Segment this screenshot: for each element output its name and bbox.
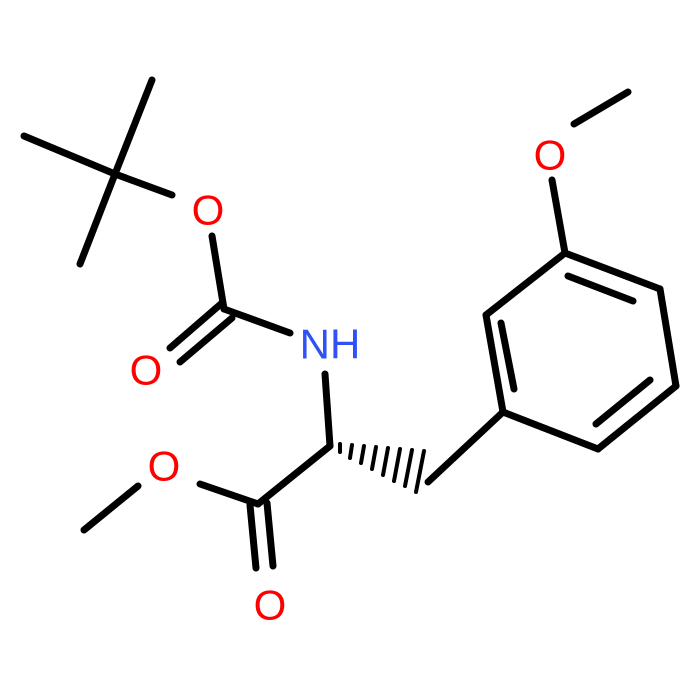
ring-inner-bond-c (592, 376, 654, 428)
bond-tbu-ch3-left (20, 132, 119, 178)
bond-alpha-ester-carbon (254, 442, 334, 508)
bond-o-carbonyl-carbon (208, 232, 228, 313)
boc-carbamate-group (166, 232, 294, 366)
tert-butyl-group (20, 76, 176, 268)
bond-carbonyl-double-1 (166, 299, 226, 352)
atom-label-nh: NH (300, 321, 361, 368)
bond-ester-o-methyl (80, 482, 142, 534)
bond-carbonyl-double-2 (176, 314, 236, 366)
hashed-wedge-bond (338, 442, 426, 494)
bond-ester-double-2 (263, 499, 277, 570)
atom-label-o-methoxy: O (534, 132, 567, 179)
atom-label-o-boc-carbonyl: O (130, 347, 163, 394)
ring-bond-2 (482, 249, 569, 319)
benzene-ring (482, 249, 680, 453)
atom-label-o-ester-ether: O (148, 443, 181, 490)
ring-inner-bond-a (497, 319, 518, 393)
ring-bond-6 (499, 408, 602, 453)
bond-methoxy-o-methyl (570, 88, 632, 128)
bond-tbu-ch3-top (111, 76, 156, 178)
ring-bond-5 (594, 382, 680, 453)
bond-ester-o (196, 480, 262, 508)
methoxy-group (548, 88, 632, 257)
bond-ch2-ring (424, 408, 507, 486)
ring-bond-1 (482, 311, 507, 416)
bond-tbu-o (111, 170, 176, 199)
ring-inner-bond-b (564, 272, 637, 305)
bond-tbu-ch3-bottom (76, 170, 119, 268)
amino-acid-backbone (80, 370, 507, 572)
bond-ring-methoxy-o (548, 176, 569, 257)
atom-label-o-ester-carbonyl: O (254, 582, 287, 629)
bond-carbonyl-n (220, 305, 294, 337)
ring-bond-4 (656, 285, 680, 390)
bond-ester-double-1 (246, 501, 260, 572)
bond-n-alpha-carbon (321, 370, 334, 450)
atom-label-o-boc-ether: O (192, 187, 225, 234)
ring-bond-3 (561, 249, 664, 293)
